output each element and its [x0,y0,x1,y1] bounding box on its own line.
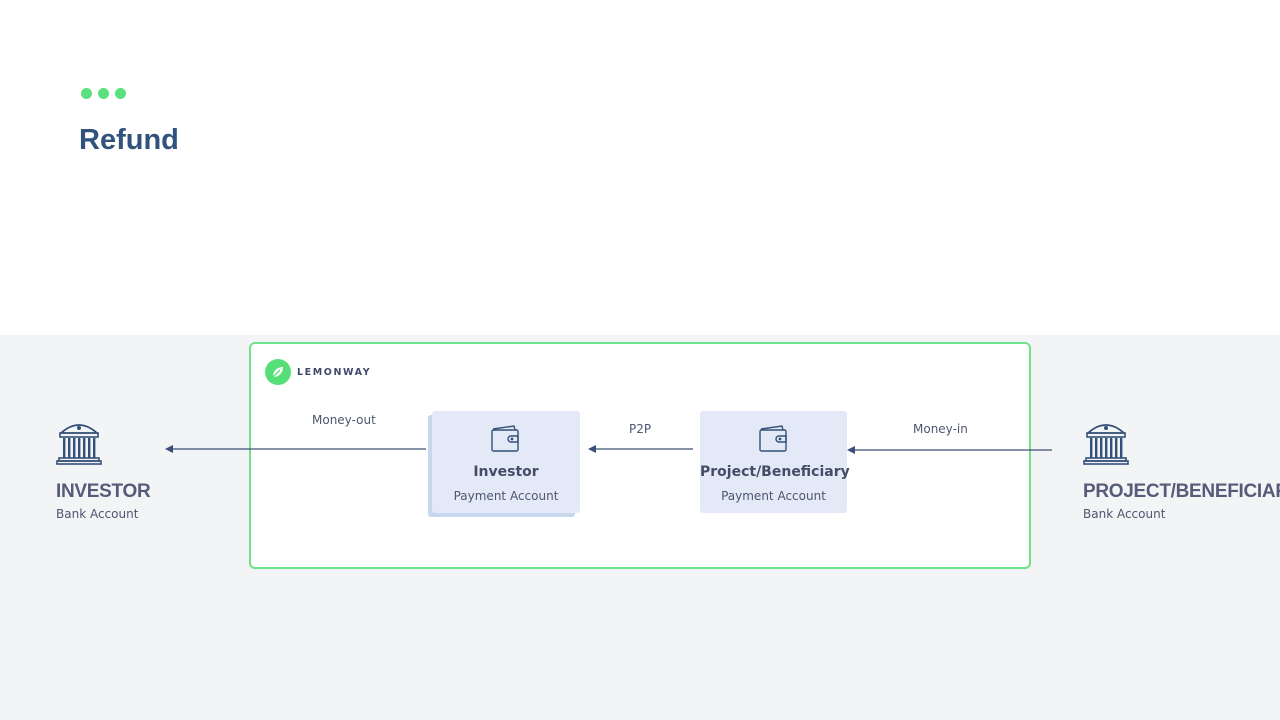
wallet-icon [758,425,787,452]
bank-icon [56,424,102,465]
lemonway-wordmark: LEMONWAY [297,366,372,378]
project-account-sub: Payment Account [721,489,826,503]
lemonway-logo: LEMONWAY [265,359,371,385]
lemonway-boundary [249,342,1031,569]
bank-icon [1083,424,1129,465]
slide-title: Refund [79,124,179,156]
project-payment-account: Project/Beneficiary Payment Account [700,411,850,513]
investor-bank-name: INVESTOR [56,481,151,502]
dot [81,88,92,99]
money-in-label: Money-in [913,422,968,436]
slide-dots-decoration [81,88,126,99]
money-out-label: Money-out [312,413,376,427]
leaf-icon [265,359,291,385]
project-bank-sub: Bank Account [1083,507,1166,521]
investor-payment-account: Investor Payment Account [432,411,580,513]
dot [98,88,109,99]
wallet-icon [491,425,519,452]
investor-bank-sub: Bank Account [56,507,139,521]
project-account-name: Project/Beneficiary [700,464,850,480]
p2p-arrow [588,445,693,453]
investor-account-name: Investor [473,464,539,480]
money-out-arrow [165,445,426,453]
dot [115,88,126,99]
investor-account-sub: Payment Account [453,489,559,503]
money-in-arrow [847,446,1052,454]
p2p-label: P2P [629,422,652,436]
project-bank-name: PROJECT/BENEFICIARY [1083,481,1280,502]
